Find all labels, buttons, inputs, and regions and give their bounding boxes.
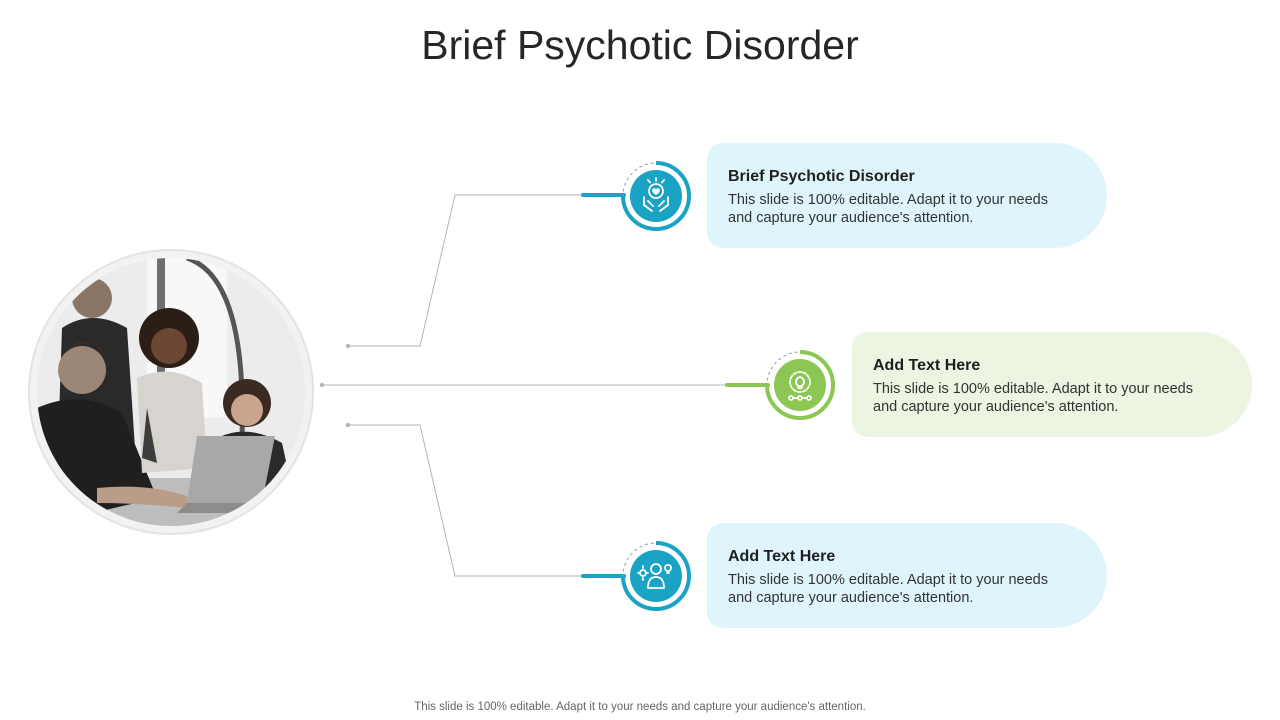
item-2-card: Add Text Here This slide is 100% editabl… (852, 332, 1252, 437)
item-3-heading: Add Text Here (728, 548, 836, 565)
item-2-body: This slide is 100% editable. Adapt it to… (873, 381, 1193, 415)
person-ideas-icon (637, 563, 672, 589)
item-3-card: Add Text Here This slide is 100% editabl… (707, 523, 1107, 628)
item-1-body: This slide is 100% editable. Adapt it to… (728, 192, 1048, 226)
item-2-heading: Add Text Here (873, 357, 981, 374)
heart-hands-icon (643, 177, 669, 212)
item-2-icon-badge (765, 350, 835, 420)
page-title: Brief Psychotic Disorder (421, 22, 859, 68)
team-photo (37, 258, 305, 526)
item-1-icon-badge (621, 161, 691, 231)
item-3-body: This slide is 100% editable. Adapt it to… (728, 572, 1048, 606)
lightbulb-gear-icon (788, 371, 812, 401)
footer-note: This slide is 100% editable. Adapt it to… (414, 701, 866, 713)
item-1-card: Brief Psychotic Disorder This slide is 1… (707, 143, 1107, 248)
item-3-icon-badge (621, 541, 691, 611)
item-1-heading: Brief Psychotic Disorder (728, 168, 915, 185)
